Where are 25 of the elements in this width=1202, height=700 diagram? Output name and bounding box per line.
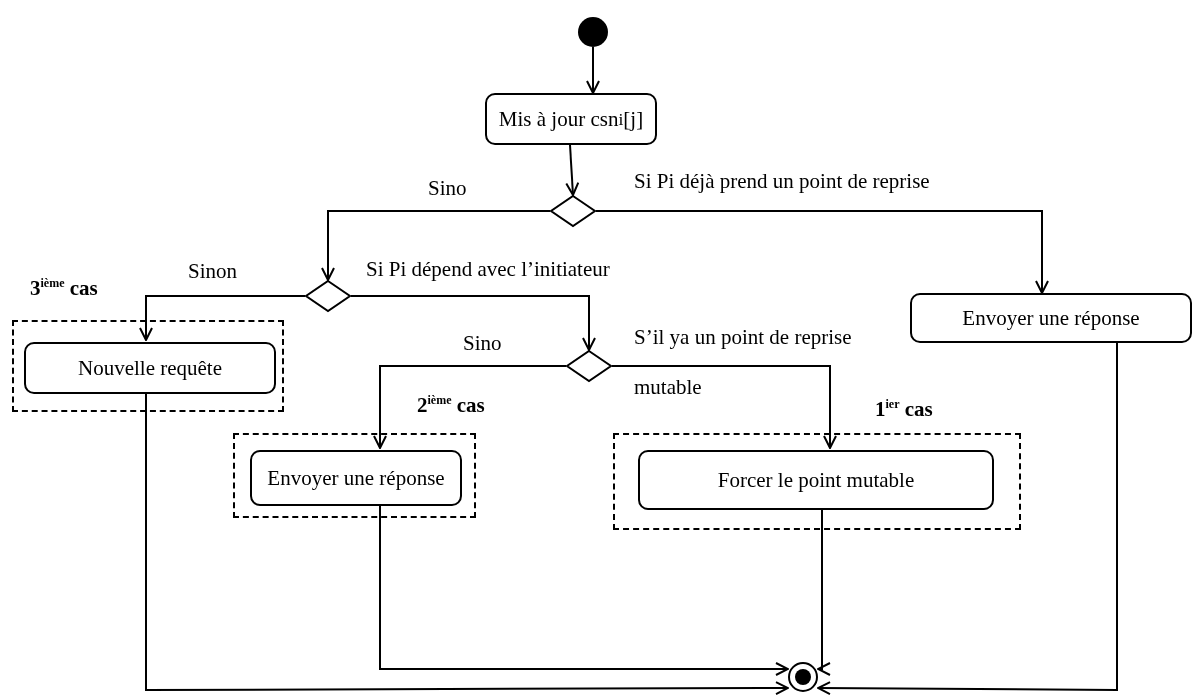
edge-label: Sino bbox=[428, 175, 468, 202]
arrow bbox=[145, 391, 789, 696]
edge-label: Sinon bbox=[188, 258, 238, 285]
arrow bbox=[611, 365, 837, 449]
edge-label: S’il ya un point de reprise mutable bbox=[634, 324, 853, 402]
arrow bbox=[817, 342, 1118, 696]
action-box: Nouvelle requête bbox=[24, 342, 276, 394]
arrow bbox=[139, 295, 306, 341]
arrow bbox=[350, 295, 596, 351]
action-box: Forcer le point mutable bbox=[638, 450, 994, 510]
case-heading: 1$^{ier}$ cas bbox=[875, 397, 933, 422]
edge-label: Si Pi déjà prend un point de reprise bbox=[634, 168, 931, 195]
arrow bbox=[817, 507, 831, 676]
arrow bbox=[321, 210, 551, 281]
arrow bbox=[379, 503, 789, 676]
action-box: Envoyer une réponse bbox=[250, 450, 462, 506]
case-heading: 2$^{ième}$ cas bbox=[417, 393, 485, 418]
case-heading: 3$^{ième}$ cas bbox=[30, 276, 98, 301]
edge-label: Sino bbox=[463, 330, 503, 357]
arrow bbox=[373, 365, 567, 449]
arrow bbox=[586, 46, 600, 94]
arrow bbox=[565, 144, 580, 196]
action-box: Envoyer une réponse bbox=[910, 293, 1192, 343]
arrow bbox=[595, 210, 1049, 294]
edge-label: Si Pi dépend avec l’initiateur bbox=[366, 256, 611, 283]
